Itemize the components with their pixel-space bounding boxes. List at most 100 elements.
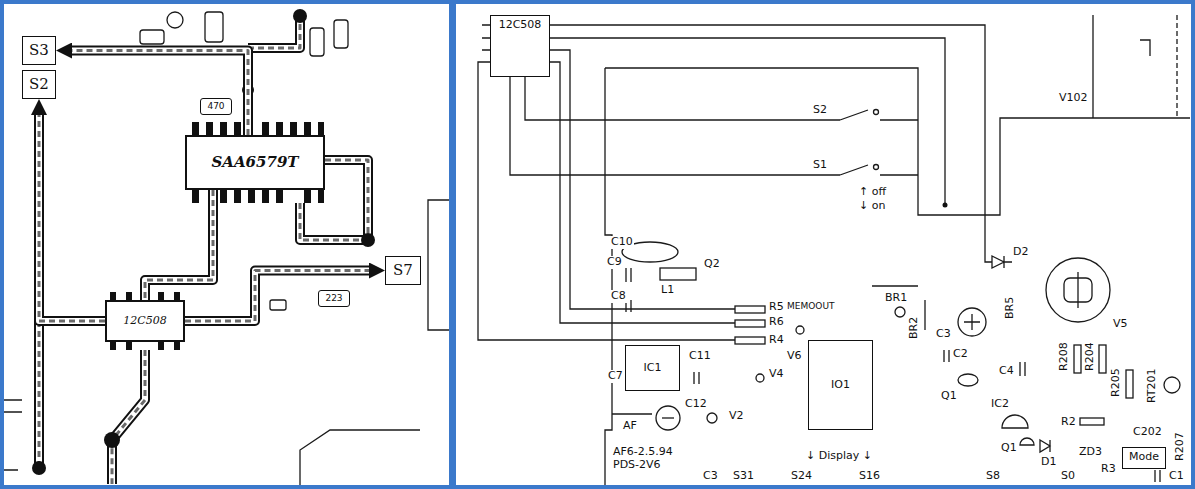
smd-component bbox=[205, 12, 223, 42]
component-label: R3 bbox=[1100, 463, 1117, 476]
node-text: Mode bbox=[1129, 451, 1159, 464]
test-point bbox=[796, 326, 804, 334]
ic-pin bbox=[318, 190, 324, 203]
panel bbox=[4, 4, 449, 485]
component-label: S8 bbox=[985, 470, 1001, 483]
capacitor-symbol bbox=[626, 268, 1160, 482]
wire bbox=[478, 62, 735, 340]
pcb-trace bbox=[72, 51, 248, 136]
capacitor-symbol bbox=[964, 314, 980, 330]
pcb-trace bbox=[145, 190, 213, 300]
pcb-trace bbox=[39, 115, 105, 321]
resistor-symbol bbox=[1074, 345, 1081, 373]
pcb-trace bbox=[145, 190, 213, 300]
component-label: S2 bbox=[812, 104, 828, 117]
pcb-trace bbox=[39, 115, 105, 321]
pcb-trace-connector bbox=[145, 190, 213, 300]
ic-pin bbox=[126, 341, 132, 350]
pcb-trace-connector bbox=[72, 51, 248, 136]
capacitor-symbol bbox=[958, 308, 986, 336]
pcb-trace bbox=[36, 321, 42, 468]
board-edge bbox=[4, 200, 449, 485]
ic-pin bbox=[248, 190, 255, 203]
transformer-symbol bbox=[1077, 272, 1078, 308]
pcb-trace bbox=[39, 115, 105, 321]
capacitor-symbol bbox=[622, 242, 1160, 482]
board-outline bbox=[1140, 40, 1150, 56]
component-label: S0 bbox=[1060, 470, 1076, 483]
board-outline bbox=[605, 68, 1190, 215]
panel bbox=[4, 4, 1191, 485]
component-label: C3 bbox=[935, 328, 952, 341]
test-point bbox=[895, 307, 905, 317]
component-label: ↓ on bbox=[858, 200, 886, 213]
ic-pin bbox=[276, 190, 283, 203]
pcb-trace bbox=[112, 350, 145, 484]
transformer-symbol bbox=[1046, 258, 1110, 322]
component-label: AF bbox=[622, 420, 638, 433]
pcb-trace bbox=[248, 16, 300, 48]
component-label: C9 bbox=[606, 256, 623, 269]
component-label: D1 bbox=[1040, 456, 1057, 469]
switch-symbol bbox=[874, 165, 879, 170]
jumper bbox=[612, 413, 652, 414]
resistor-symbol bbox=[1080, 418, 1104, 425]
board-edge bbox=[4, 400, 22, 470]
component-label: S24 bbox=[790, 470, 813, 483]
component-label: V4 bbox=[768, 368, 785, 381]
pcb-trace bbox=[248, 16, 300, 48]
component-label: C4 bbox=[998, 365, 1015, 378]
smd-component bbox=[140, 30, 164, 44]
component-label: C2 bbox=[952, 348, 969, 361]
component-label: C12 bbox=[684, 398, 708, 411]
panel bbox=[456, 4, 1191, 485]
switch-symbol bbox=[840, 110, 868, 175]
pcb-trace-connector bbox=[39, 115, 105, 321]
component-label: S16 bbox=[858, 470, 881, 483]
diode-symbol bbox=[1040, 440, 1050, 452]
component-label: IC2 bbox=[990, 398, 1010, 411]
transistor-symbol bbox=[1020, 438, 1034, 445]
solder-pad bbox=[167, 12, 183, 28]
component-label: V102 bbox=[1058, 92, 1089, 105]
component-label: BR5 bbox=[1004, 296, 1017, 320]
component-label: C1 bbox=[1168, 470, 1185, 483]
component-label: RT201 bbox=[1146, 367, 1159, 404]
transistor-symbol bbox=[1002, 415, 1028, 428]
ic-pin bbox=[110, 341, 116, 350]
component-label: R2 bbox=[1060, 416, 1077, 429]
component-label: V2 bbox=[728, 410, 745, 423]
ic-pin bbox=[192, 122, 199, 135]
solder-pad bbox=[32, 461, 46, 475]
test-point bbox=[707, 413, 717, 423]
component-label: MEMOOUT bbox=[786, 301, 835, 311]
diode-symbol bbox=[992, 256, 1012, 268]
signal-box: S7 bbox=[385, 256, 421, 285]
ic-pin bbox=[290, 122, 297, 135]
capacitor-symbol bbox=[662, 417, 674, 418]
pcb-trace bbox=[248, 16, 300, 48]
component-label: ↓ Display ↓ bbox=[805, 450, 873, 463]
component-label: R208 bbox=[1058, 341, 1071, 372]
diode-symbol bbox=[992, 256, 1050, 452]
ic-pin bbox=[206, 122, 213, 135]
board-outline bbox=[605, 15, 1190, 485]
ic-pin bbox=[174, 341, 180, 350]
solder-pad bbox=[361, 233, 375, 247]
component-label: R207 bbox=[1174, 431, 1187, 462]
transistor-symbol bbox=[958, 374, 1034, 445]
component-label: R6 bbox=[768, 316, 785, 329]
wire bbox=[558, 38, 945, 205]
resistor-symbol bbox=[1126, 370, 1133, 398]
component-label: PDS-2V6 bbox=[612, 459, 662, 472]
ic-chip: SAA6579T bbox=[185, 135, 325, 190]
board-outline bbox=[605, 68, 612, 485]
component-label: S31 bbox=[732, 470, 755, 483]
ic-pin bbox=[318, 122, 324, 135]
pcb-trace bbox=[112, 350, 145, 484]
component-label: BR1 bbox=[884, 292, 908, 305]
component-label: Q1 bbox=[940, 390, 958, 403]
component-label: C202 bbox=[1132, 426, 1163, 439]
component-label: C11 bbox=[688, 350, 712, 363]
